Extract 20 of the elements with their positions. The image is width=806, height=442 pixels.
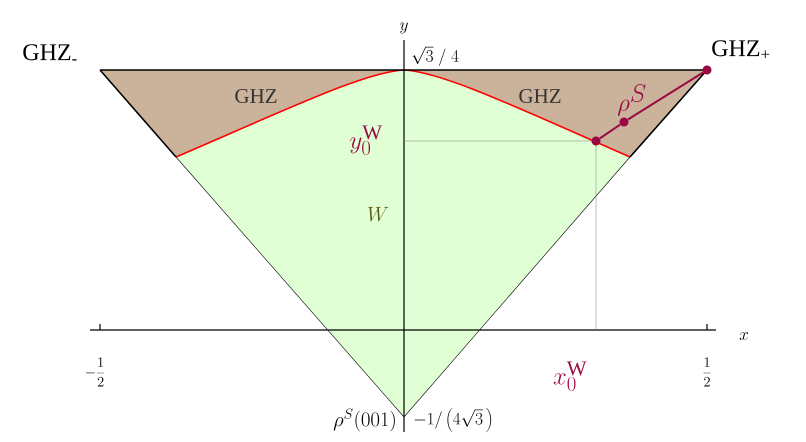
- point-marker: [702, 66, 712, 74]
- tick-label: $-1/\left(4\sqrt{3}\,\right)$: [414, 408, 492, 432]
- tick-label: $\sqrt{3}\;/\;4$: [412, 46, 459, 66]
- tick-label: $\frac{1}{2}$: [703, 357, 711, 386]
- coordinate-label: $x_0^{\mathrm{W}}$: [554, 361, 587, 391]
- line-segment: [599, 124, 621, 140]
- point-marker: [592, 136, 600, 146]
- region-label: GHZ: [519, 88, 560, 104]
- region-label: $W$: [368, 206, 388, 222]
- point-marker: [620, 118, 628, 126]
- region-label: GHZ: [235, 88, 276, 104]
- tick-label: $-\frac{1}{2}$: [86, 357, 104, 386]
- axis-label: $y$: [400, 22, 408, 34]
- axis-label: $x$: [740, 332, 748, 340]
- state-label: $\rho^{S}(001)$: [334, 408, 395, 432]
- coordinate-label: $y_0^{\mathrm{W}}$: [350, 125, 382, 155]
- line-segment: [627, 72, 704, 120]
- vertex-label: GHZ$_{-}$: [23, 44, 77, 60]
- state-label: $\rho^{S}$: [618, 84, 646, 116]
- vertex-label: GHZ$_{+}$: [712, 40, 770, 58]
